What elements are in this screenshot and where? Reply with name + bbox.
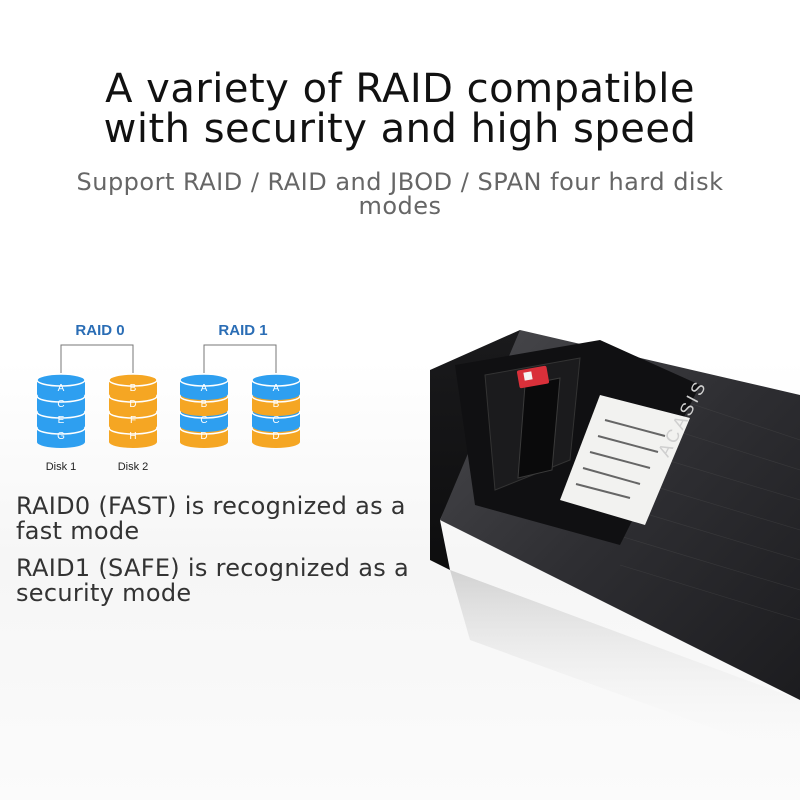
disk-segment-label: D bbox=[272, 431, 279, 442]
disk-segment-label: B bbox=[273, 399, 280, 410]
raid0-title: RAID 0 bbox=[75, 322, 124, 339]
disk-segment-label: C bbox=[272, 415, 279, 426]
subheadline: Support RAID / RAID and JBOD / SPAN four… bbox=[76, 168, 724, 220]
disk2-label: Disk 2 bbox=[118, 461, 149, 473]
disk-segment-label: F bbox=[130, 415, 136, 426]
disk-segment-label: C bbox=[57, 399, 64, 410]
disk-segment-cap bbox=[179, 373, 229, 387]
disk-segment-cap bbox=[108, 373, 158, 387]
disk-segment-label: H bbox=[129, 431, 136, 442]
floor-shadow bbox=[450, 570, 800, 760]
headline-line-1: A variety of RAID compatible bbox=[105, 66, 695, 112]
disk-segment-label: G bbox=[57, 431, 65, 442]
feature-raid1: RAID1 (SAFE) is recognized as a security… bbox=[16, 554, 409, 607]
disk-segment-cap bbox=[36, 373, 86, 387]
disk-segment-label: A bbox=[273, 383, 280, 394]
disk-segment-label: D bbox=[129, 399, 136, 410]
disk-segment-label: A bbox=[58, 383, 65, 394]
raid1-title: RAID 1 bbox=[218, 322, 267, 339]
raid-switch bbox=[516, 365, 550, 389]
disk-segment-label: B bbox=[201, 399, 208, 410]
raid0-connector bbox=[60, 344, 134, 373]
disk-segment-label: E bbox=[58, 415, 65, 426]
raid1-connector bbox=[203, 344, 277, 373]
feature-raid0: RAID0 (FAST) is recognized as a fast mod… bbox=[16, 492, 406, 545]
disk-segment-label: A bbox=[201, 383, 208, 394]
raid-switch-knob bbox=[523, 371, 533, 381]
disk1-label: Disk 1 bbox=[46, 461, 77, 473]
disk-segment-label: D bbox=[200, 431, 207, 442]
label-text-lines bbox=[575, 419, 666, 499]
disk-segment-label: B bbox=[130, 383, 137, 394]
headline-line-2: with security and high speed bbox=[103, 106, 697, 152]
disk-segment-cap bbox=[251, 373, 301, 387]
disk-segment-label: C bbox=[200, 415, 207, 426]
instruction-label bbox=[560, 395, 690, 525]
